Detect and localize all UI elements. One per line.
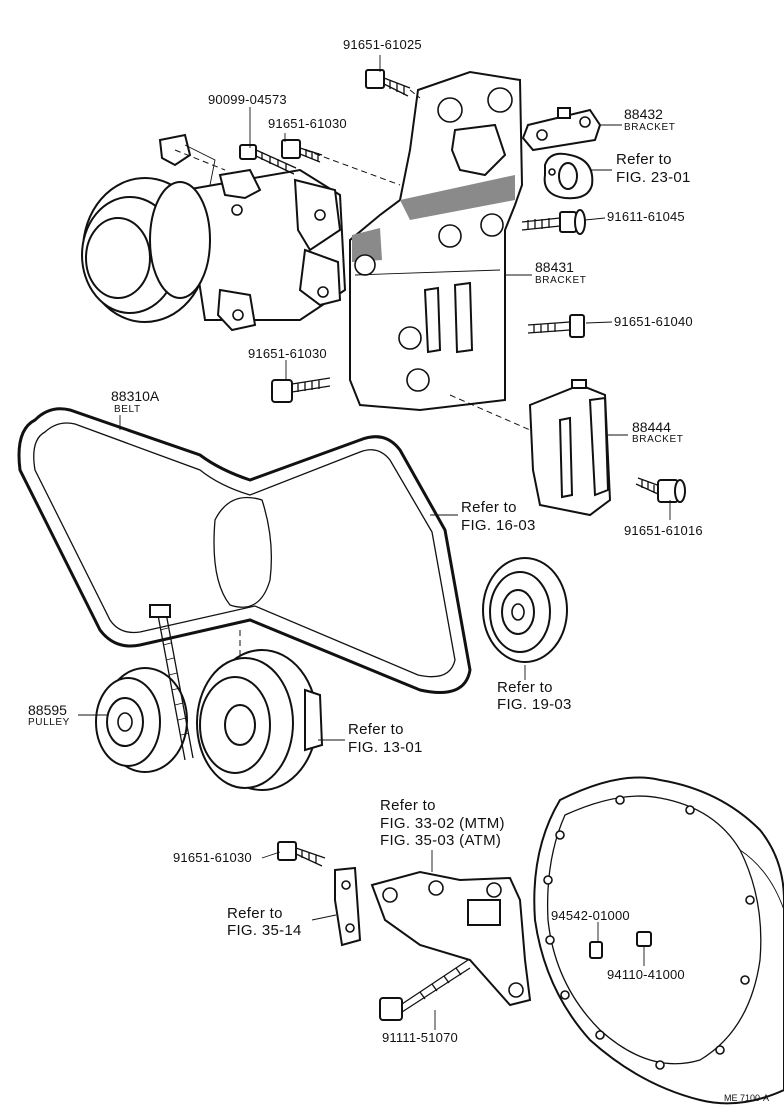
bolt-91611-61045	[521, 209, 586, 235]
part-number-88595: 88595	[28, 702, 67, 718]
bolt-91651-61030-mid	[271, 377, 331, 403]
bolt-91651-61025	[365, 69, 411, 97]
leader-lines	[78, 55, 671, 1030]
part-number-88444: 88444	[632, 419, 671, 435]
part-number-91651-61030-top: 91651-61030	[268, 116, 347, 131]
refer-fig-16-03-line1: Refer to	[461, 499, 517, 516]
part-number-91651-61016: 91651-61016	[624, 523, 703, 538]
refer-fig-13-01-line2: FIG. 13-01	[348, 739, 423, 756]
part-number-94110-41000: 94110-41000	[607, 967, 685, 982]
part-number-94542-01000: 94542-01000	[551, 908, 630, 923]
refer-fig-23-01-line1: Refer to	[616, 151, 672, 168]
bolt-91651-61016	[635, 477, 686, 503]
part-number-90099-04573: 90099-04573	[208, 92, 287, 107]
footer-code: ME 7100-A	[724, 1093, 770, 1103]
belt-88310A	[17, 407, 472, 694]
part-name-88432: BRACKET	[624, 122, 676, 133]
bolt-91651-61030-top	[281, 139, 323, 163]
part-number-88431: 88431	[535, 259, 574, 275]
refer-fig-13-01-line1: Refer to	[348, 721, 404, 738]
part-name-88444: BRACKET	[632, 434, 684, 445]
bolt-91651-61040	[527, 314, 585, 338]
bracket-88431	[349, 70, 524, 412]
bolt-90099-04573	[239, 144, 297, 175]
refer-fig-35-14-line2: FIG. 35-14	[227, 922, 302, 939]
part-number-88310A: 88310A	[111, 388, 160, 404]
ac-compressor	[81, 133, 347, 332]
part-number-91651-61030-mid: 91651-61030	[248, 346, 327, 361]
refer-fig-23-01-line2: FIG. 23-01	[616, 169, 691, 186]
stay-fig-35-14	[334, 866, 362, 947]
gasket-fig-23-01	[543, 152, 594, 200]
bracket-88444	[528, 379, 612, 517]
adjusting-bolt	[149, 604, 194, 761]
part-number-88432: 88432	[624, 106, 663, 122]
refer-fig-19-03-line1: Refer to	[497, 679, 553, 696]
part-name-88310A: BELT	[114, 404, 141, 415]
bolt-91111-51070	[379, 959, 471, 1021]
part-name-88431: BRACKET	[535, 275, 587, 286]
engine-bracket-fig-33-02	[370, 870, 532, 1007]
refer-fig-35-03-line3: FIG. 35-03 (ATM)	[380, 832, 502, 849]
bolt-91651-61030-low	[277, 841, 326, 867]
pulley-88595	[95, 667, 188, 773]
part-number-91651-61040: 91651-61040	[614, 314, 693, 329]
bracket-88432	[521, 107, 602, 152]
part-number-91651-61030-low: 91651-61030	[173, 850, 252, 865]
part-number-91651-61025: 91651-61025	[343, 37, 422, 52]
refer-fig-16-03-line2: FIG. 16-03	[461, 517, 536, 534]
refer-fig-33-02-line1: Refer to	[380, 797, 436, 814]
refer-fig-35-14-line1: Refer to	[227, 905, 283, 922]
idler-pulley-fig-19-03	[482, 557, 568, 663]
transmission-housing	[533, 776, 784, 1105]
part-name-88595: PULLEY	[28, 717, 70, 728]
refer-fig-19-03-line2: FIG. 19-03	[497, 696, 572, 713]
crank-pulley-fig-13-01	[196, 649, 324, 791]
part-number-91611-61045: 91611-61045	[607, 209, 685, 224]
part-number-91111-51070: 91111-51070	[382, 1030, 458, 1045]
refer-fig-33-02-line2: FIG. 33-02 (MTM)	[380, 815, 505, 832]
